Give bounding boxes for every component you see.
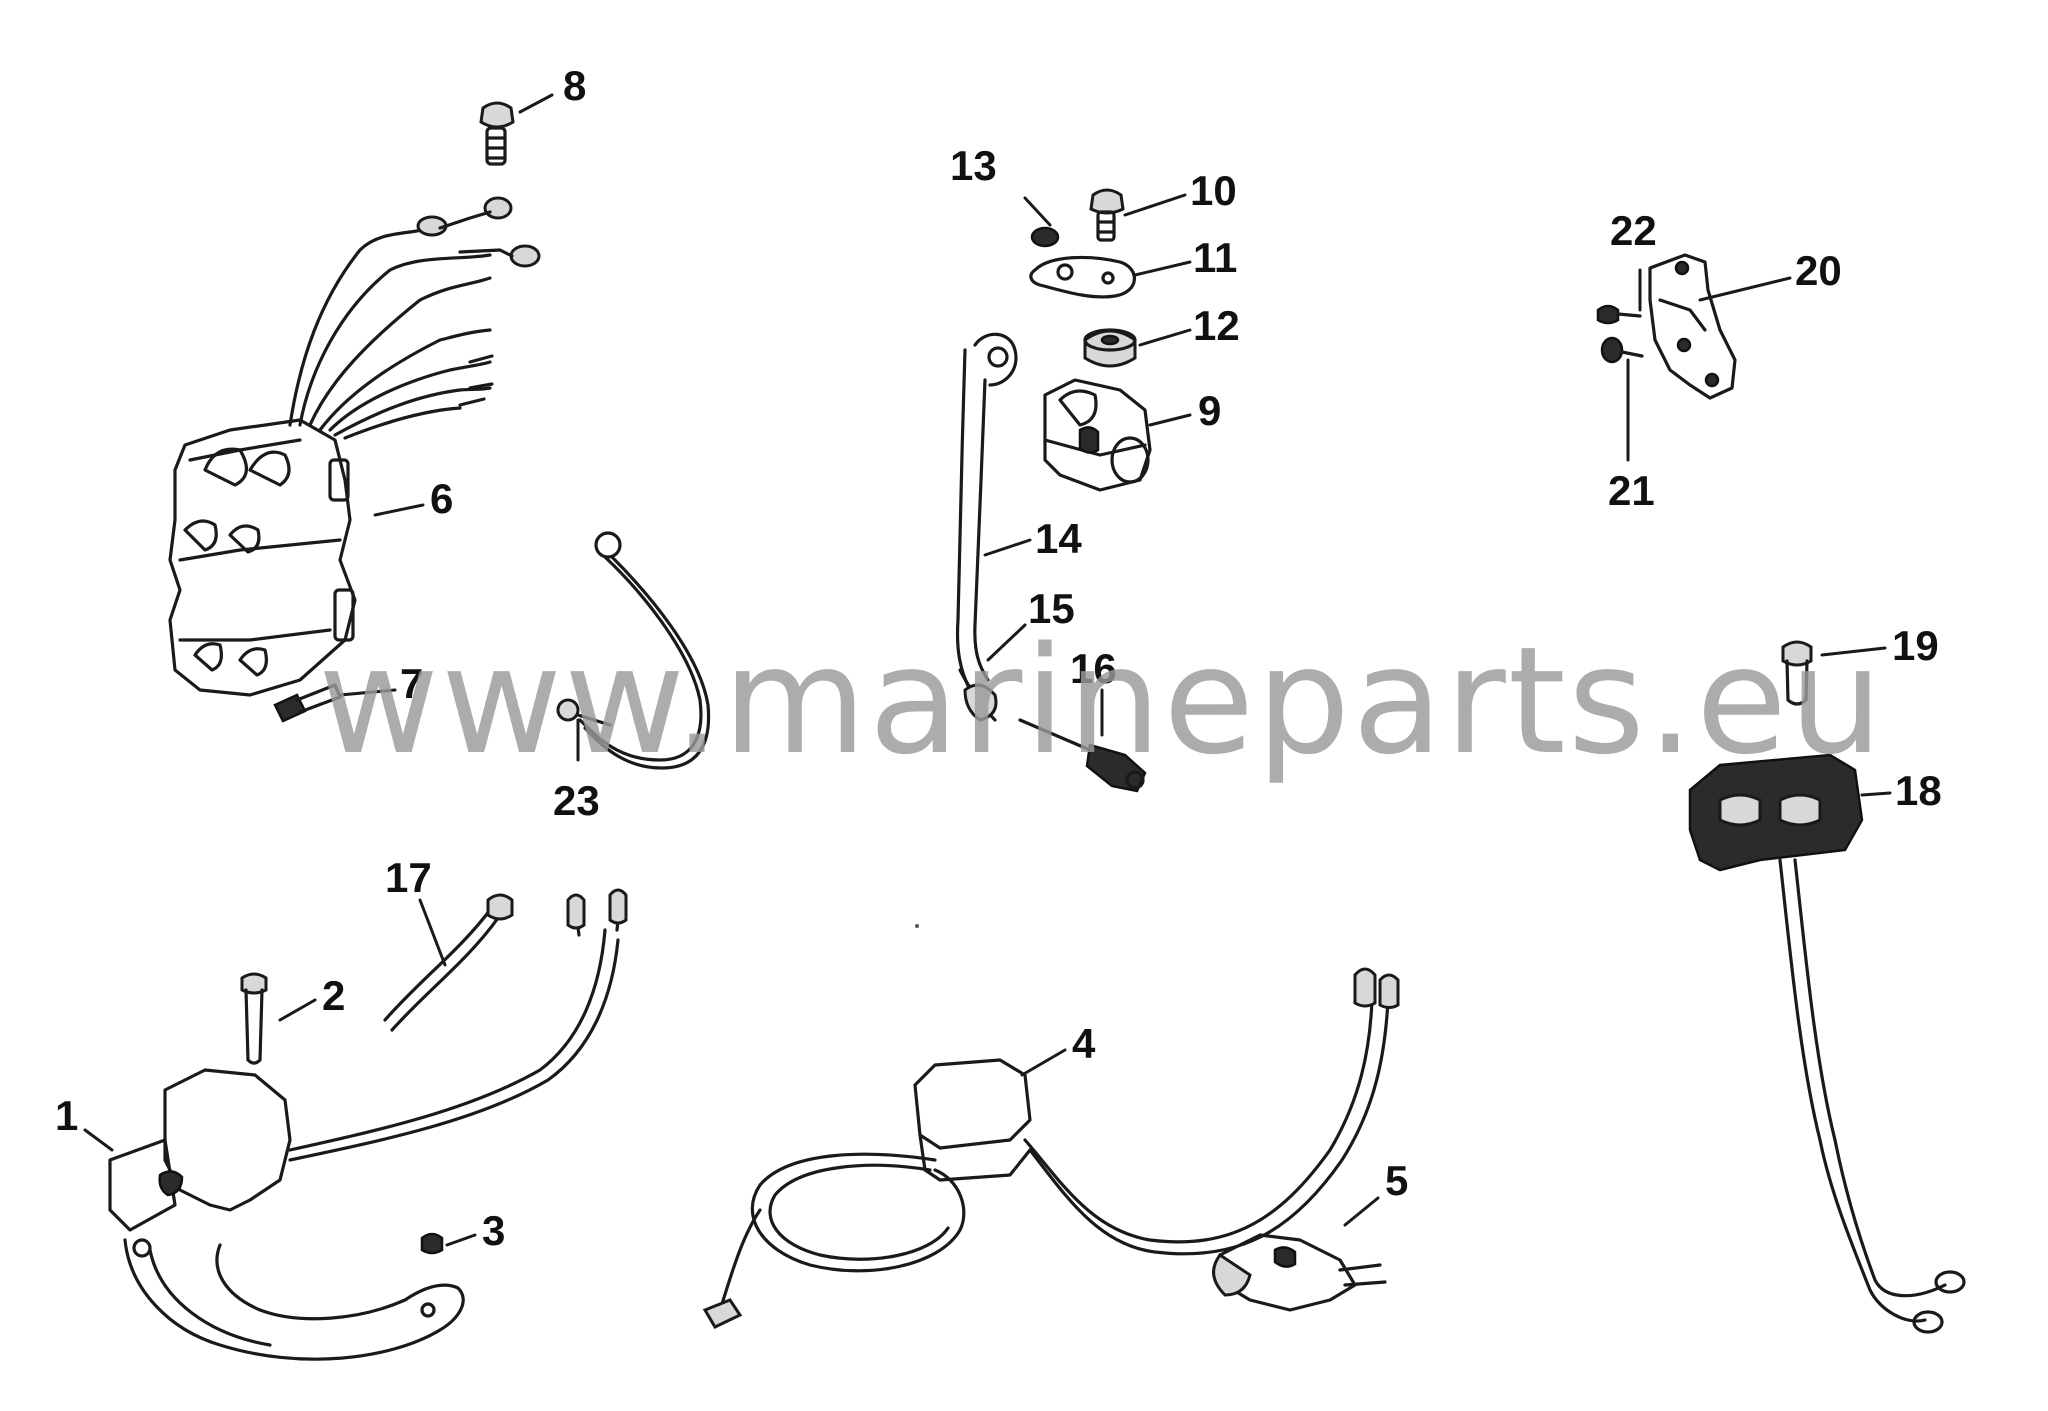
leader-lines xyxy=(83,93,1892,1247)
part-19-screw xyxy=(1781,640,1813,706)
part-2-bolt xyxy=(240,972,268,1065)
callout-18: 18 xyxy=(1895,767,1942,814)
callout-14: 14 xyxy=(1035,515,1082,562)
stray-dot xyxy=(915,924,919,928)
callout-7: 7 xyxy=(400,660,423,707)
callout-16: 16 xyxy=(1070,645,1117,692)
part-9-coil xyxy=(1043,378,1152,492)
part-23-ground-wire xyxy=(556,531,711,770)
callout-6: 6 xyxy=(430,475,453,522)
part-12-grommet xyxy=(1083,328,1137,368)
part-18-switch xyxy=(1688,753,1966,1334)
part-13-nut xyxy=(1030,226,1060,248)
part-4-pulser-coil xyxy=(702,967,1400,1329)
callout-21: 21 xyxy=(1608,467,1655,514)
part-21-screw xyxy=(1600,336,1644,364)
part-11-terminal xyxy=(1029,255,1136,299)
callout-labels: 8 6 7 23 13 10 11 12 9 14 15 16 22 20 21… xyxy=(55,62,1942,1254)
callout-23: 23 xyxy=(553,777,600,824)
part-3-nut xyxy=(420,1232,444,1255)
callout-3: 3 xyxy=(482,1207,505,1254)
callout-22: 22 xyxy=(1610,207,1657,254)
part-14-15-16-ht-lead xyxy=(955,332,1147,793)
part-22-screw xyxy=(1596,304,1642,325)
part-5-terminal-block xyxy=(1212,1233,1387,1312)
watermark-text: www.marineparts.eu xyxy=(318,615,1885,787)
part-6-coil-pack xyxy=(168,196,541,697)
callout-15: 15 xyxy=(1028,585,1075,632)
callout-20: 20 xyxy=(1795,247,1842,294)
part-1-stator-plate xyxy=(108,888,628,1361)
callout-9: 9 xyxy=(1198,387,1221,434)
callout-13: 13 xyxy=(950,142,997,189)
callout-5: 5 xyxy=(1385,1157,1408,1204)
callout-1: 1 xyxy=(55,1092,78,1139)
callout-19: 19 xyxy=(1892,622,1939,669)
callout-2: 2 xyxy=(322,972,345,1019)
part-17-strap xyxy=(383,893,514,1032)
part-20-bracket xyxy=(1648,253,1737,400)
callout-11: 11 xyxy=(1193,234,1237,281)
callout-12: 12 xyxy=(1193,302,1240,349)
part-10-screw xyxy=(1089,188,1125,242)
part-8-screw xyxy=(479,101,515,166)
callout-17: 17 xyxy=(385,854,432,901)
callout-4: 4 xyxy=(1072,1020,1096,1067)
callout-10: 10 xyxy=(1190,167,1237,214)
callout-8: 8 xyxy=(563,62,586,109)
